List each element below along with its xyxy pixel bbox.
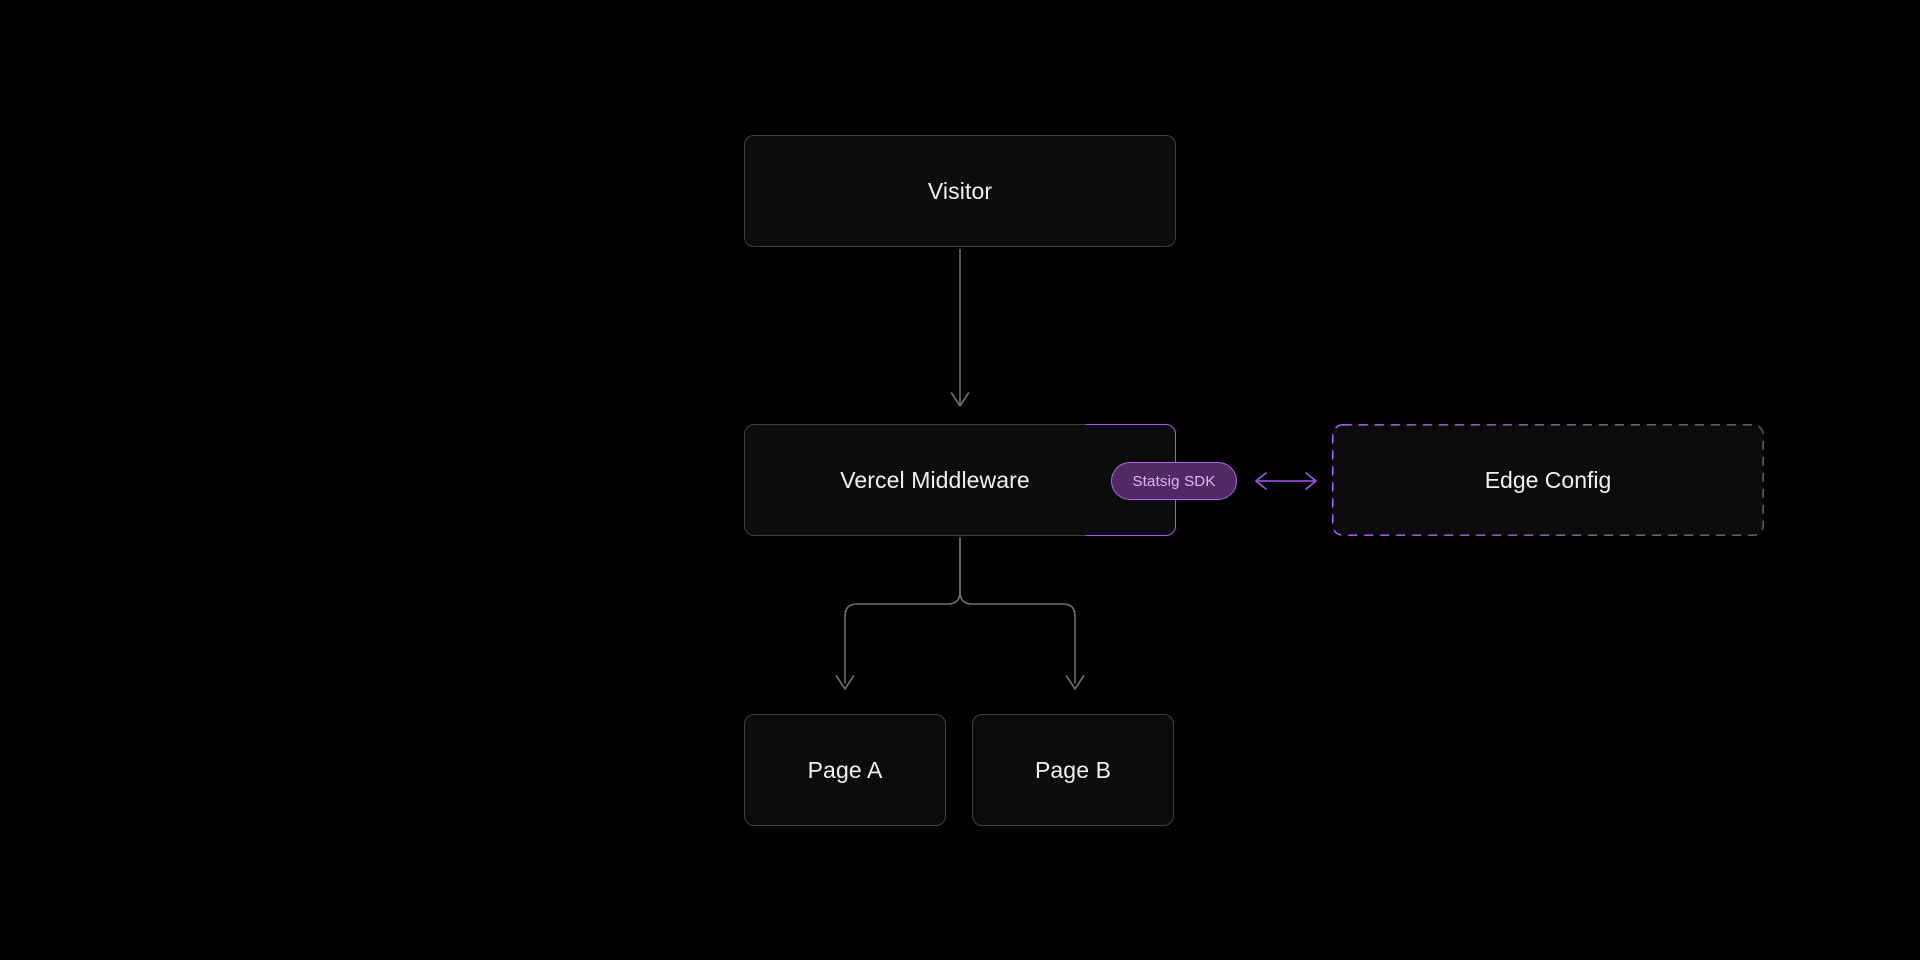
node-page-b[interactable]: Page B xyxy=(972,714,1174,826)
node-statsig-sdk[interactable]: Statsig SDK xyxy=(1111,462,1237,500)
node-page-a[interactable]: Page A xyxy=(744,714,946,826)
edge-middleware-to-page-b xyxy=(959,537,1085,690)
node-edge-config[interactable]: Edge Config xyxy=(1332,424,1764,536)
edge-visitor-to-middleware xyxy=(950,249,970,407)
node-edge-config-label: Edge Config xyxy=(1484,466,1612,493)
edge-middleware-to-page-a xyxy=(835,537,961,690)
node-statsig-sdk-label: Statsig SDK xyxy=(1132,472,1216,490)
node-visitor[interactable]: Visitor xyxy=(744,135,1176,247)
node-visitor-label: Visitor xyxy=(927,177,993,204)
node-vercel-middleware-label: Vercel Middleware xyxy=(840,466,1030,493)
node-page-b-label: Page B xyxy=(1034,756,1112,783)
node-page-a-label: Page A xyxy=(807,756,883,783)
edge-statsig-to-edge-config xyxy=(1255,472,1317,490)
